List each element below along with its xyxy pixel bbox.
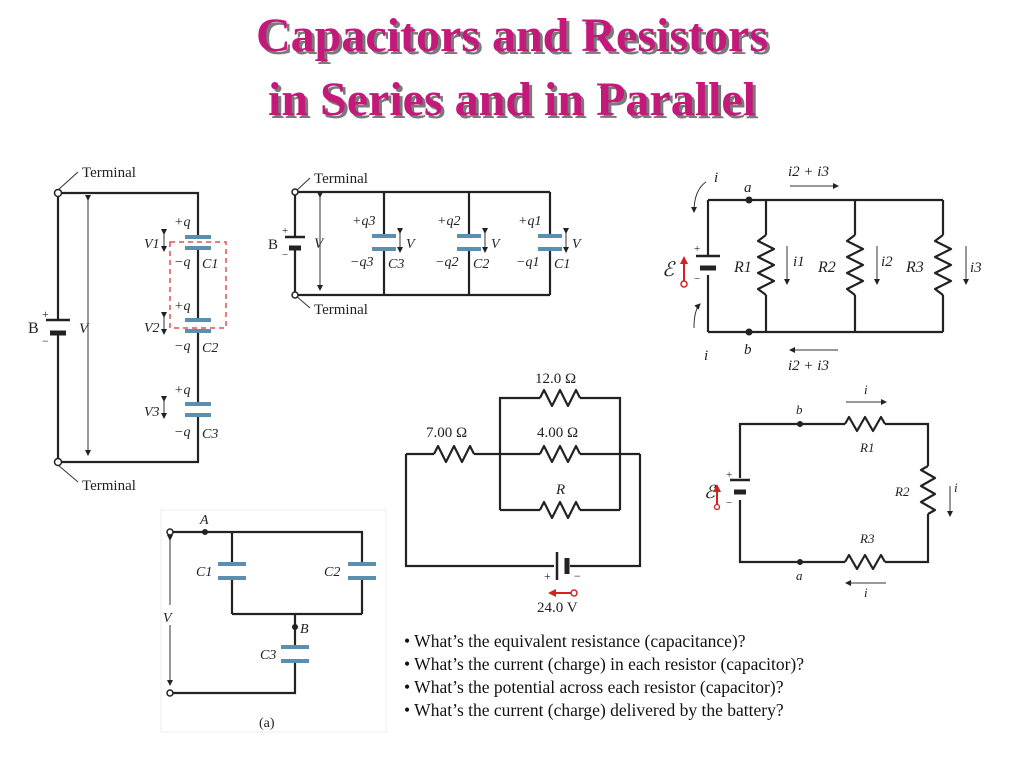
voltage-label: V (314, 236, 325, 252)
c1-label: C1 (202, 257, 218, 272)
svg-text:−: − (694, 273, 700, 285)
top-current-label: i2 + i3 (788, 164, 829, 180)
node-a: A (199, 513, 209, 528)
series-capacitor-diagram: Terminal Terminal B + − V +q (28, 165, 227, 494)
svg-text:−: − (282, 249, 288, 261)
c2-minus-q: −q (174, 339, 190, 354)
r-4-ohm-label: 4.00 Ω (537, 425, 578, 441)
c1-plus-q: +q1 (518, 214, 541, 229)
question-item: • What’s the equivalent resistance (capa… (404, 631, 746, 651)
battery-b-label: B (28, 320, 39, 337)
terminal-bottom-label: Terminal (314, 302, 368, 318)
c1-minus-q: −q1 (516, 255, 539, 270)
c2-plus-q: +q (174, 299, 190, 314)
svg-text:+: + (282, 225, 288, 237)
svg-text:−: − (42, 334, 49, 348)
voltage-label: V (79, 321, 90, 337)
i1-label: i1 (793, 254, 805, 270)
battery-b-label: B (268, 237, 278, 253)
r3-label: R3 (859, 531, 875, 546)
svg-text:+: + (42, 307, 49, 321)
svg-text:+: + (694, 243, 700, 255)
question-item: • What’s the potential across each resis… (404, 677, 784, 697)
c2-plus-q: +q2 (437, 214, 460, 229)
current-top-label: i (864, 382, 868, 397)
c2-v-label: V (491, 237, 501, 252)
terminal-bottom-label: Terminal (82, 478, 136, 494)
node-a: a (744, 180, 752, 196)
i2-label: i2 (881, 254, 893, 270)
c3-minus-q: −q3 (350, 255, 373, 270)
svg-text:−: − (726, 497, 732, 509)
terminal-top-label: Terminal (314, 171, 368, 187)
c2-label: C2 (473, 257, 489, 272)
r-12-ohm-label: 12.0 Ω (535, 371, 576, 387)
voltage-label: V (163, 611, 173, 626)
c3-label: C3 (388, 257, 404, 272)
r3-label: R3 (905, 259, 924, 276)
emf-label: ℰ (662, 259, 676, 281)
c3-label: C3 (202, 427, 218, 442)
c2-label: C2 (202, 341, 218, 356)
node-a: a (796, 568, 803, 583)
c1-label: C1 (554, 257, 570, 272)
question-item: • What’s the current (charge) in each re… (404, 654, 805, 674)
questions-list: • What’s the equivalent resistance (capa… (404, 630, 1014, 722)
emf-label: ℰ (704, 482, 717, 502)
current-in-label: i (714, 170, 718, 186)
c1-plus-q: +q (174, 215, 190, 230)
c3-v-label: V (406, 237, 416, 252)
current-right-label: i (954, 480, 958, 495)
svg-text:−: − (574, 569, 581, 583)
i3-label: i3 (970, 260, 982, 276)
series-resistor-diagram: + − ℰ b a R1 R2 R3 i i i (704, 382, 958, 600)
current-out-label: i (704, 348, 708, 364)
c3-plus-q: +q3 (352, 214, 375, 229)
c1-v-label: V (572, 237, 582, 252)
slide-title-line-2: in Series and in Parallel (267, 73, 756, 126)
battery-voltage-label: 24.0 V (537, 600, 578, 616)
r1-label: R1 (859, 440, 874, 455)
r2-label: R2 (894, 484, 910, 499)
terminal-top-label: Terminal (82, 165, 136, 181)
c1-label: C1 (196, 565, 212, 580)
c2-label: C2 (324, 565, 340, 580)
svg-text:+: + (544, 569, 551, 583)
slide-title-line-1: Capacitors and Resistors (256, 9, 768, 62)
v3-label: V3 (144, 405, 160, 420)
parallel-resistor-diagram: + − ℰ a b i i i2 + i3 i2 + i3 (662, 164, 982, 374)
c3-label: C3 (260, 648, 276, 663)
node-b: b (796, 402, 803, 417)
parallel-capacitor-diagram: Terminal Terminal B + − V +q3 −q3 C3 (268, 171, 582, 318)
caption-a: (a) (259, 716, 275, 731)
v1-label: V1 (144, 237, 160, 252)
node-b: b (744, 342, 752, 358)
node-b: B (300, 622, 309, 637)
c3-minus-q: −q (174, 425, 190, 440)
current-bottom-label: i (864, 585, 868, 600)
r1-label: R1 (733, 259, 752, 276)
c1-minus-q: −q (174, 255, 190, 270)
question-item: • What’s the current (charge) delivered … (404, 700, 784, 720)
bottom-current-label: i2 + i3 (788, 358, 829, 374)
svg-text:+: + (726, 469, 732, 481)
r-label: R (555, 482, 565, 498)
mixed-resistor-diagram: 12.0 Ω 7.00 Ω 4.00 Ω R + − 24.0 V (404, 371, 642, 616)
r2-label: R2 (817, 259, 836, 276)
v2-label: V2 (144, 321, 160, 336)
r-7-ohm-label: 7.00 Ω (426, 425, 467, 441)
combination-capacitor-diagram: A B C1 C2 C3 V (a) (160, 509, 387, 733)
c2-minus-q: −q2 (435, 255, 458, 270)
c3-plus-q: +q (174, 383, 190, 398)
